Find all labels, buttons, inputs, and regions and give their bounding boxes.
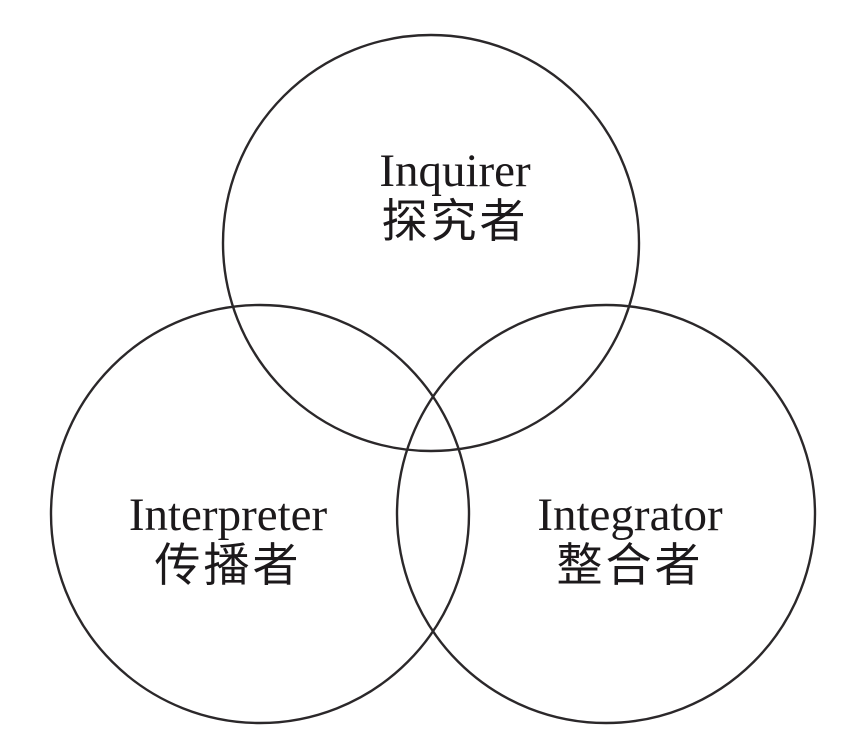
interpreter-label-en: Interpreter <box>128 489 328 541</box>
interpreter-circle <box>49 303 471 725</box>
interpreter-label-zh: 传播者 <box>154 540 302 591</box>
inquirer-label: Inquirer 探究者 <box>379 145 530 247</box>
inquirer-label-zh: 探究者 <box>381 196 529 247</box>
integrator-label-en: Integrator <box>537 489 723 541</box>
interpreter-label: Interpreter 传播者 <box>129 489 327 591</box>
inquirer-label-en: Inquirer <box>379 145 531 197</box>
integrator-label: Integrator 整合者 <box>537 489 722 591</box>
inquirer-circle <box>221 33 641 453</box>
integrator-circle <box>395 303 817 725</box>
integrator-label-zh: 整合者 <box>556 540 704 591</box>
